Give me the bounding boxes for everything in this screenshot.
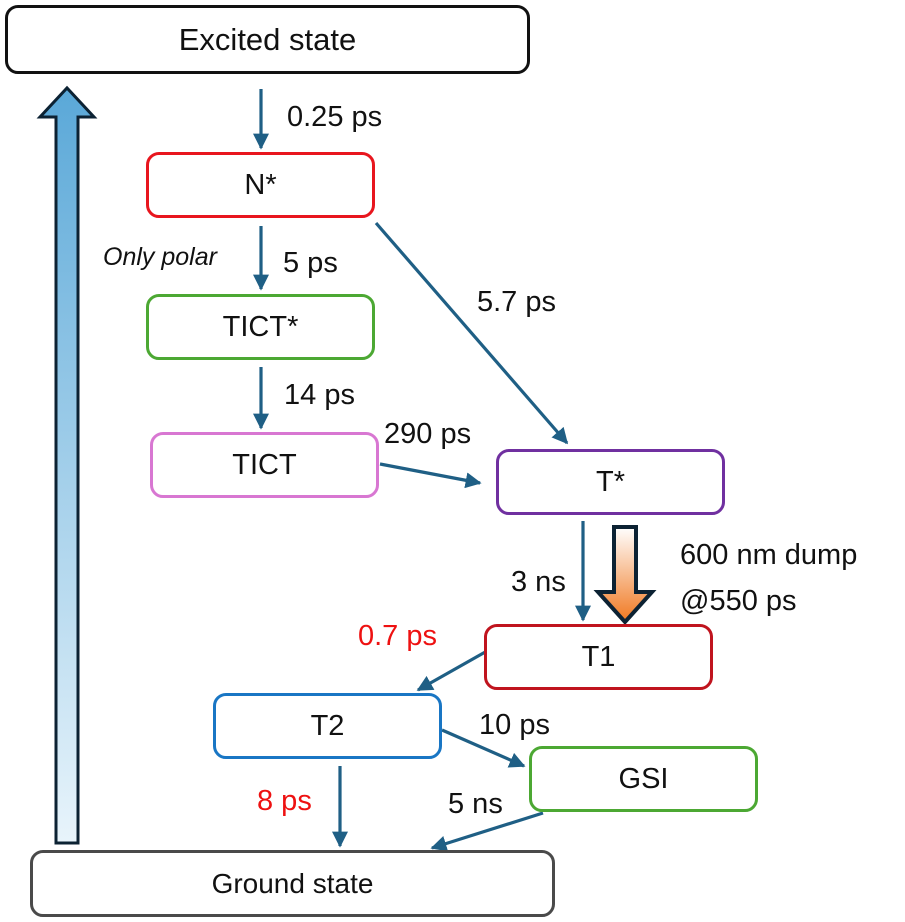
ground-state-label: Ground state [211, 867, 374, 899]
tict-box: TICT [150, 432, 379, 498]
excited-state-box: Excited state [5, 5, 530, 74]
dump-arrow [593, 525, 657, 625]
t-star-label: T* [596, 465, 625, 498]
t-star-box: T* [496, 449, 725, 515]
rate-t2-to-gsi: 10 ps [479, 709, 550, 741]
arrow-tict-to-t-star [379, 462, 482, 489]
gsi-label: GSI [618, 762, 669, 795]
n-star-label: N* [244, 168, 277, 201]
rate-t2-to-ground: 8 ps [257, 785, 312, 817]
rate-t-star-to-t1: 3 ns [511, 566, 566, 598]
excitation-arrow [36, 85, 98, 845]
rate-tict-star-to-tict: 14 ps [284, 379, 355, 411]
n-star-box: N* [146, 152, 375, 218]
t1-box: T1 [484, 624, 713, 690]
arrow-n-star-to-t-star [374, 221, 569, 445]
tict-label: TICT [232, 448, 297, 481]
rate-t1-to-t2: 0.7 ps [358, 620, 437, 652]
rate-excited-to-n-star: 0.25 ps [287, 101, 383, 133]
only-polar-note: Only polar [103, 243, 217, 271]
dump-label-line2: @550 ps [680, 585, 797, 617]
arrow-t1-to-t2 [416, 649, 488, 692]
rate-n-star-to-t-star: 5.7 ps [477, 286, 556, 318]
arrow-gsi-to-ground [430, 811, 544, 852]
rate-gsi-to-ground: 5 ns [448, 788, 503, 820]
rate-tict-to-t-star: 290 ps [384, 418, 472, 450]
ground-state-box: Ground state [30, 850, 555, 917]
t2-box: T2 [213, 693, 442, 759]
arrow-t2-to-gsi [441, 728, 526, 768]
tict-star-label: TICT* [222, 310, 299, 343]
excited-state-label: Excited state [178, 21, 357, 57]
t1-label: T1 [581, 640, 616, 673]
dump-label-line1: 600 nm dump [680, 539, 858, 571]
tict-star-box: TICT* [146, 294, 375, 360]
gsi-box: GSI [529, 746, 758, 812]
rate-n-star-to-tict-star: 5 ps [283, 247, 338, 279]
t2-label: T2 [310, 709, 345, 742]
